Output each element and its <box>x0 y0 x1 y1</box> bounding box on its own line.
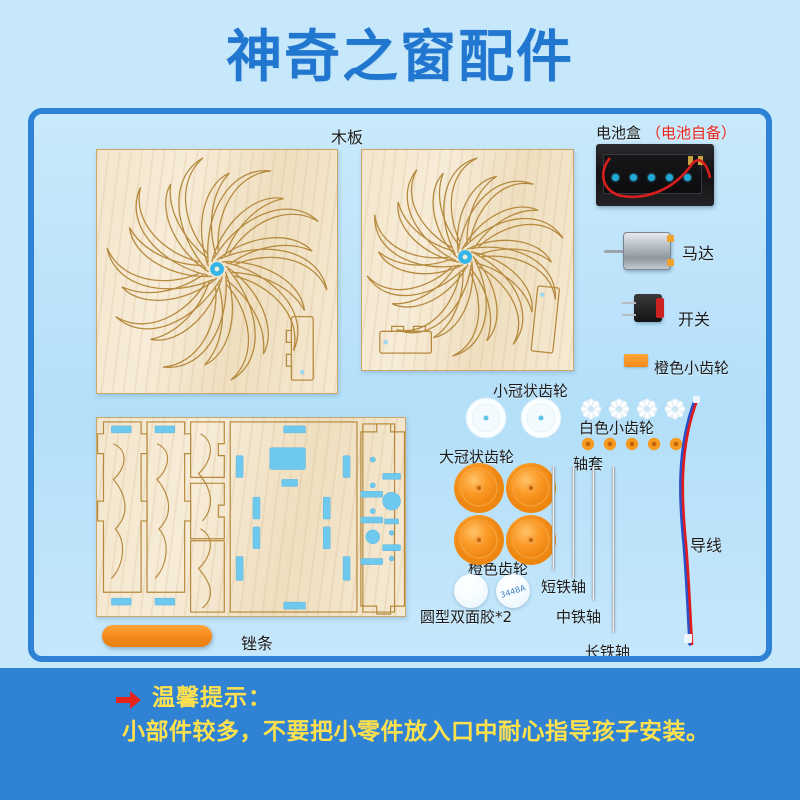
label-short-iron-shaft: 短铁轴 <box>541 578 587 596</box>
wood-board-structure <box>96 417 406 617</box>
orange-small-gear-part <box>624 354 648 367</box>
small-crown-gear <box>520 397 562 439</box>
label-round-double-sided-tape: 圆型双面胶*2 <box>420 608 513 626</box>
orange-gear <box>506 463 556 513</box>
motor-shaft <box>604 250 624 253</box>
label-big-crown-gear: 大冠状齿轮 <box>439 448 515 466</box>
spiral-cut-pattern-left <box>106 157 328 381</box>
wire-part <box>679 396 700 646</box>
bushing <box>603 437 617 451</box>
file-strip-part <box>102 625 212 647</box>
motor-terminal <box>667 259 674 266</box>
label-middle-iron-shaft: 中铁轴 <box>556 608 602 626</box>
battery-contact-dot <box>684 173 691 181</box>
double-sided-tape <box>454 574 488 608</box>
label-white-small-gear: 白色小齿轮 <box>579 419 655 437</box>
wood-board-spiral-right <box>361 149 574 371</box>
structure-cut-pattern <box>97 421 405 615</box>
iron-shaft-short-2 <box>572 466 575 578</box>
arrow-right-icon <box>116 691 141 709</box>
iron-shaft-long <box>612 466 615 632</box>
label-battery-box: 电池盒 <box>596 124 642 142</box>
double-sided-tape: 3448A <box>496 574 530 608</box>
bushing <box>647 437 661 451</box>
spiral-cut-pattern-right <box>366 157 564 357</box>
wood-board-spiral-left <box>96 149 338 394</box>
page-title: 神奇之窗配件 <box>226 25 574 90</box>
label-small-crown-gear: 小冠状齿轮 <box>493 382 569 400</box>
bushing <box>669 437 683 451</box>
label-motor: 马达 <box>682 244 715 263</box>
label-orange-small-gear: 橙色小齿轮 <box>654 359 730 377</box>
label-file-strip: 锉条 <box>241 634 274 653</box>
battery-contact-dot <box>648 173 655 181</box>
warning-title: 温馨提示： <box>152 685 272 711</box>
label-bushing: 轴套 <box>573 455 604 473</box>
orange-gear <box>454 515 504 565</box>
iron-shaft-middle <box>592 466 595 600</box>
label-switch: 开关 <box>678 310 711 329</box>
label-wire: 导线 <box>690 536 723 555</box>
battery-contact-dot <box>612 173 619 181</box>
orange-gear <box>506 515 556 565</box>
white-small-gears-group <box>580 398 686 420</box>
label-long-iron-shaft: 长铁轴 <box>585 643 631 661</box>
label-battery-box-note: （电池自备） <box>646 124 737 142</box>
white-small-gear <box>636 398 658 420</box>
tape-marking-text: 3448A <box>499 583 527 600</box>
orange-gears-group <box>454 463 556 565</box>
motor-terminal <box>667 235 674 242</box>
battery-spring-tab <box>688 156 693 166</box>
white-small-gear <box>664 398 686 420</box>
bushings-group <box>581 437 683 451</box>
motor-body <box>623 232 671 270</box>
footer-warning-bar: 温馨提示： 小部件较多，不要把小零件放入口中耐心指导孩子安装。 <box>0 668 800 800</box>
switch-pin <box>622 314 636 316</box>
battery-red-wire <box>601 157 712 199</box>
bushing <box>625 437 639 451</box>
small-crown-gear <box>465 397 507 439</box>
battery-box-part <box>596 144 714 206</box>
iron-shaft-short <box>552 466 555 570</box>
label-wood-board: 木板 <box>331 128 364 147</box>
warning-body: 小部件较多，不要把小零件放入口中耐心指导孩子安装。 <box>122 719 710 745</box>
small-crown-gears-group <box>465 397 562 439</box>
switch-red-rocker <box>656 298 664 318</box>
parts-diagram-frame: 木板 电池盒 （电池自备） 马达 开关 橙色小齿轮 小冠状齿轮 白色小齿轮 大冠… <box>28 108 772 662</box>
battery-contact-dot <box>666 173 673 181</box>
white-small-gear <box>580 398 602 420</box>
switch-pin <box>622 302 636 304</box>
white-small-gear <box>608 398 630 420</box>
orange-gear <box>454 463 504 513</box>
bushing <box>581 437 595 451</box>
battery-contact-dot <box>630 173 637 181</box>
